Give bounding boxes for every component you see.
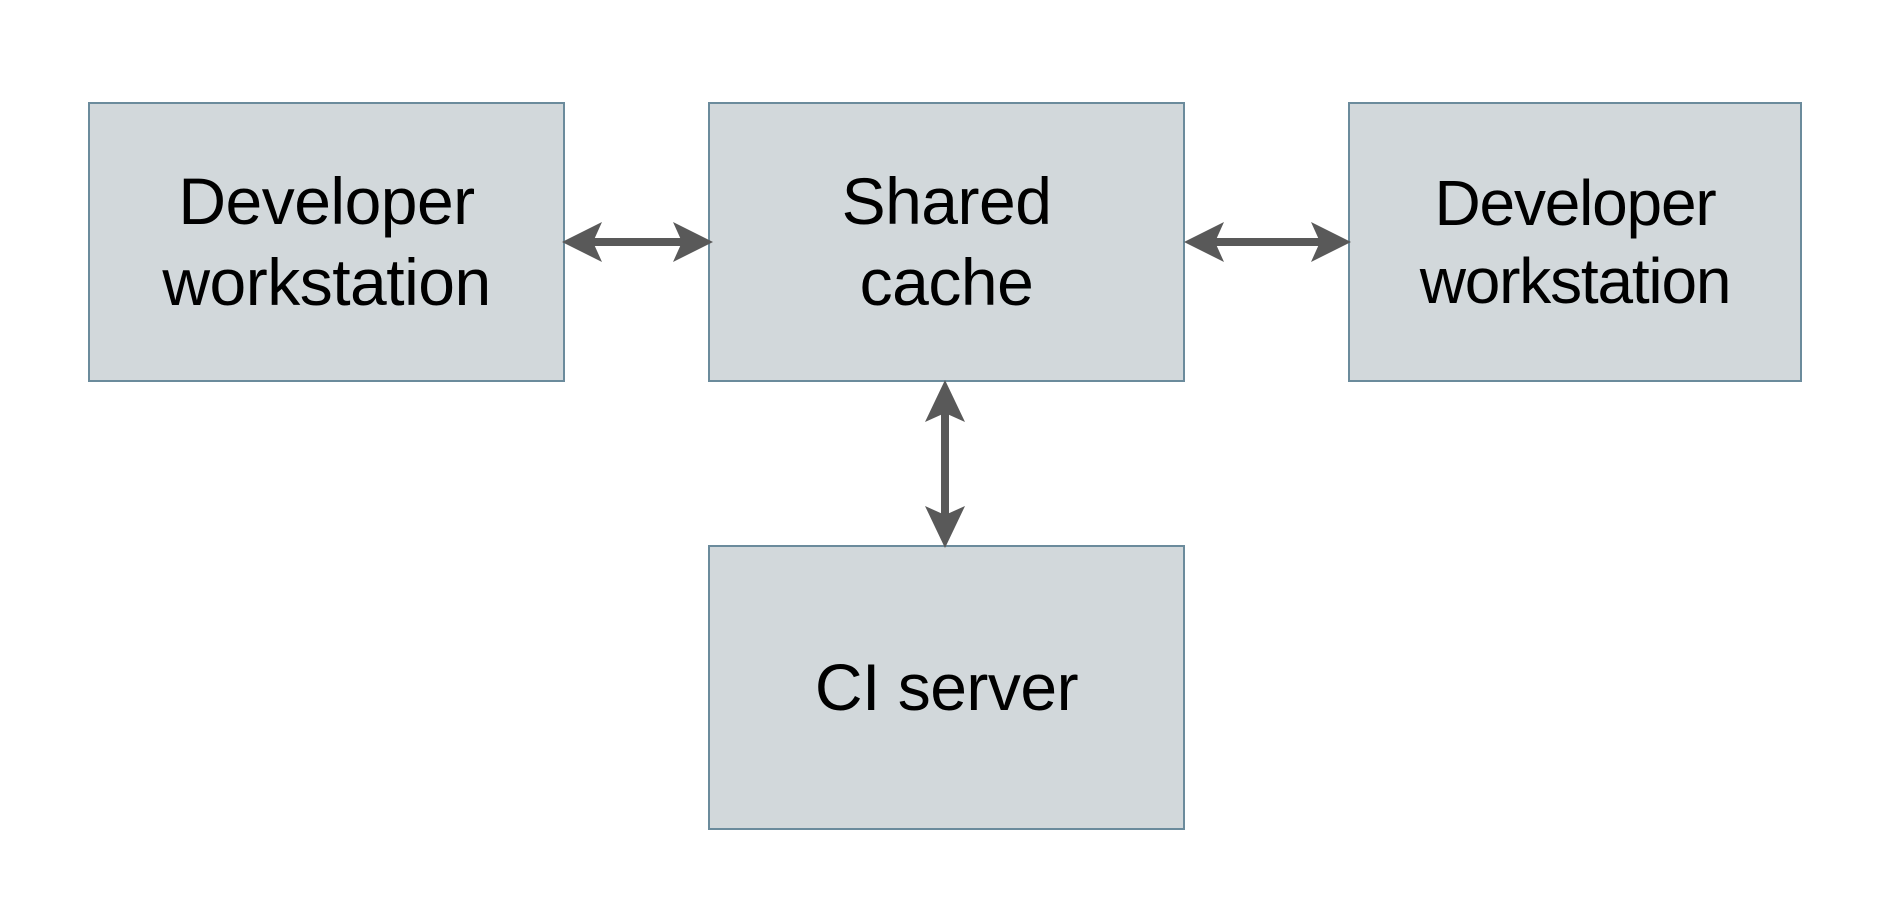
node-label: Developer workstation — [162, 164, 491, 319]
node-ci-server[interactable]: CI server — [708, 545, 1185, 830]
edge-shared-cache-to-dev-right[interactable] — [1180, 196, 1355, 288]
double-headed-arrow-icon — [1184, 222, 1351, 262]
double-headed-arrow-icon — [562, 222, 713, 262]
node-label: Shared cache — [841, 164, 1052, 319]
node-label: Developer workstation — [1419, 166, 1732, 317]
node-shared-cache[interactable]: Shared cache — [708, 102, 1185, 382]
edge-dev-left-to-shared-cache[interactable] — [560, 196, 715, 288]
node-developer-workstation-right[interactable]: Developer workstation — [1348, 102, 1802, 382]
double-headed-arrow-icon — [925, 380, 965, 548]
node-developer-workstation-left[interactable]: Developer workstation — [88, 102, 565, 382]
edge-shared-cache-to-ci-server[interactable] — [900, 378, 992, 550]
node-label: CI server — [814, 650, 1079, 725]
